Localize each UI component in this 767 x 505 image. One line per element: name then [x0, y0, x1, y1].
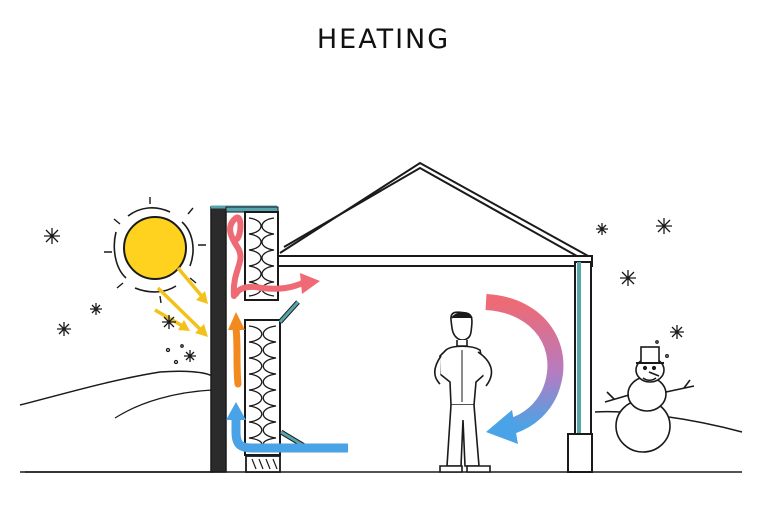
snowflake-icon [596, 223, 608, 235]
snowflakes [44, 218, 684, 365]
snow-hill-left-inner [114, 389, 213, 419]
cool-air-arrow [226, 402, 348, 453]
snowflake-icon [656, 218, 672, 234]
sun-icon [104, 197, 206, 304]
snowflake-icon [184, 350, 196, 362]
house-right-wall [567, 261, 593, 473]
snowflake-icon [44, 228, 60, 244]
person-icon [434, 311, 493, 473]
house-roof [275, 161, 593, 267]
snowflake-icon [620, 270, 636, 286]
hot-air-arrow [228, 312, 245, 388]
snowflake-icon [162, 315, 176, 329]
warm-air-arrow [227, 214, 320, 299]
trombe-wall [210, 205, 279, 473]
floor-vent-icon [245, 455, 281, 473]
sun-ray-arrows [154, 266, 208, 337]
snowflake-icon [57, 322, 71, 336]
snowflake-icon [670, 325, 684, 339]
insulation-lower [244, 319, 281, 456]
vent-flaps [278, 300, 308, 450]
snow-hill-left [19, 370, 213, 473]
snowman-icon [604, 346, 695, 453]
circulation-arrow [485, 294, 564, 444]
snowflake-icon [90, 303, 102, 315]
diagram-title: HEATING [316, 24, 451, 55]
